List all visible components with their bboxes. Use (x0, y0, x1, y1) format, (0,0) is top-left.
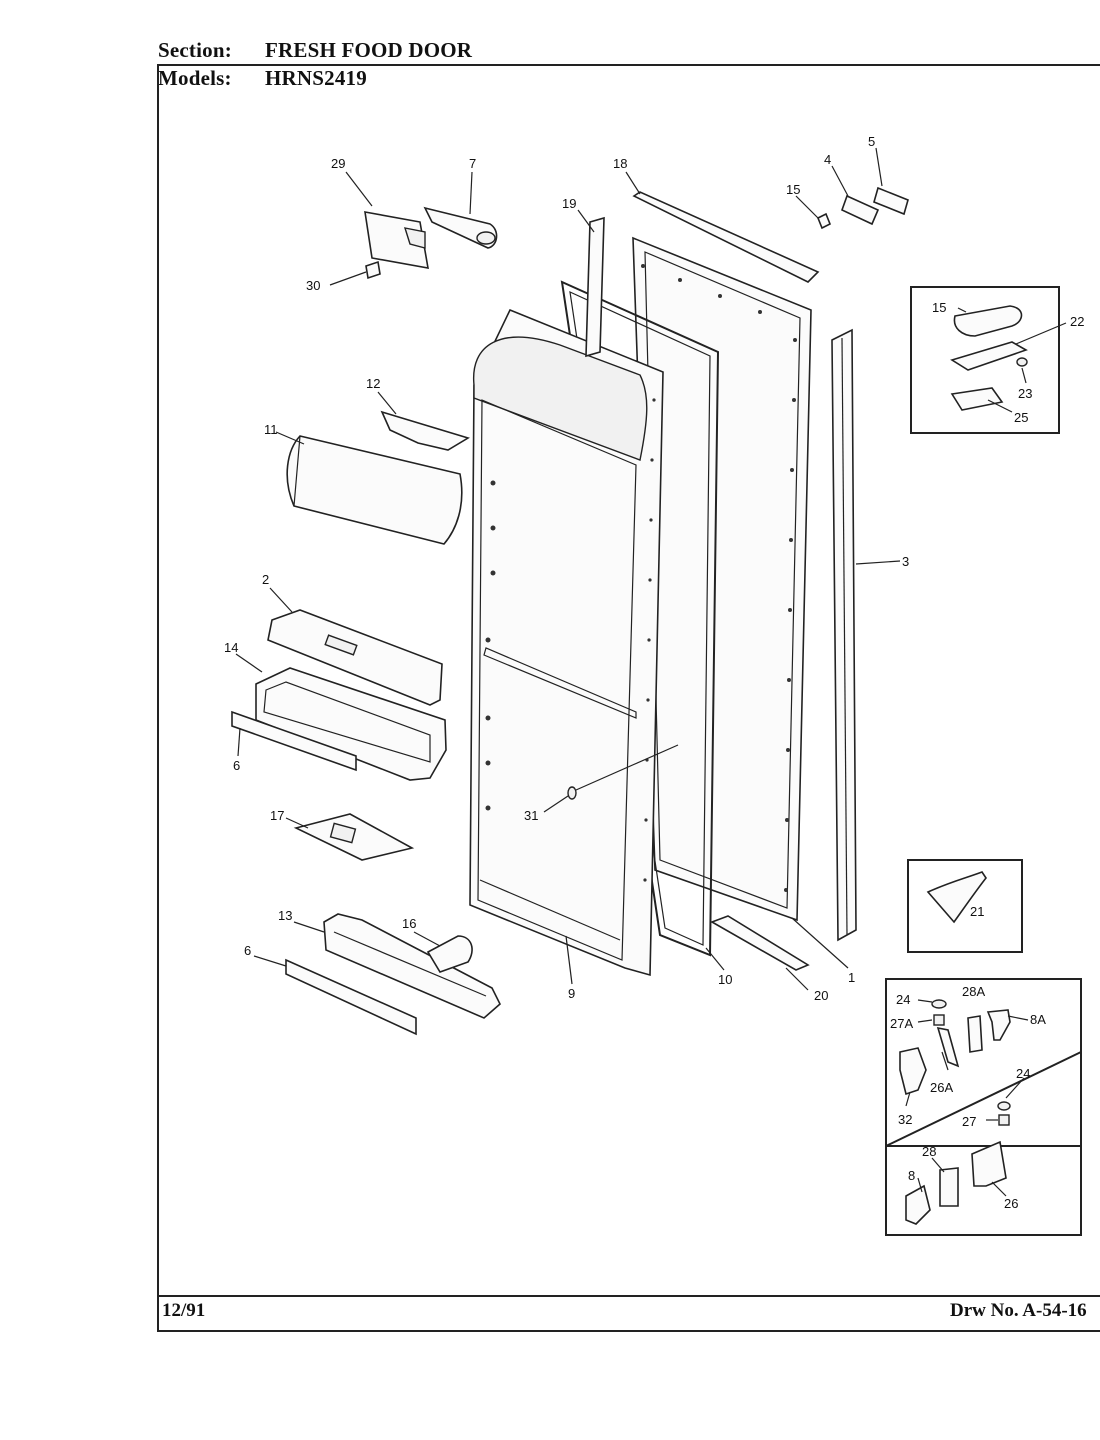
callout-24-lower: 24 (1016, 1066, 1030, 1081)
shelf-bar-13 (323, 913, 501, 1019)
callout-16: 16 (402, 916, 416, 931)
clip-30 (365, 260, 381, 280)
callout-7: 7 (469, 156, 476, 171)
top-trim (632, 191, 820, 283)
callout-18: 18 (613, 156, 627, 171)
callout-8: 8 (908, 1168, 915, 1183)
shelf-end-16 (426, 935, 473, 973)
screw-15 (816, 212, 832, 230)
callout-22: 22 (1070, 314, 1084, 329)
callout-13: 13 (278, 908, 292, 923)
drawing-frame (157, 64, 1100, 1332)
hinge-inset-21 (907, 859, 1023, 953)
callout-19: 19 (562, 196, 576, 211)
callout-2: 2 (262, 572, 269, 587)
footer-drawing-number: Drw No. A-54-16 (950, 1300, 1087, 1321)
callout-27A: 27A (890, 1016, 913, 1031)
callout-numbers: 29 7 30 18 19 15 4 5 15 22 23 25 12 11 2… (224, 134, 1084, 1211)
door-outer-panel (632, 236, 812, 922)
callout-20: 20 (814, 988, 828, 1003)
section-title: FRESH FOOD DOOR (265, 38, 473, 62)
callout-12: 12 (366, 376, 380, 391)
callout-11: 11 (264, 422, 278, 437)
callout-26: 26 (1004, 1196, 1018, 1211)
callout-8A: 8A (1030, 1012, 1046, 1027)
callout-25: 25 (1014, 410, 1028, 425)
bottom-trim (710, 915, 810, 971)
callout-28: 28 (922, 1144, 936, 1159)
hinge-part-7 (423, 206, 498, 249)
screw-31 (567, 744, 679, 800)
callout-23: 23 (1018, 386, 1032, 401)
plate-4 (841, 194, 880, 226)
callout-6-lower: 6 (244, 943, 251, 958)
shelf-cover-12 (380, 410, 470, 451)
side-trim (831, 328, 857, 942)
section-label: Section: (158, 38, 232, 62)
hinge-inset-box (910, 286, 1060, 434)
door-liner (469, 308, 664, 977)
dairy-compartment-2 (267, 609, 443, 706)
hinge-cover-29 (364, 211, 429, 269)
dairy-door-11 (286, 435, 463, 545)
hinge-kit-box (885, 978, 1082, 1236)
trim-6-lower (285, 958, 417, 1036)
leader-lines (235, 147, 1067, 1197)
callout-4: 4 (824, 152, 831, 167)
footer-rule (157, 1295, 1100, 1297)
callout-31: 31 (524, 808, 538, 823)
callout-6-upper: 6 (233, 758, 240, 773)
callout-17: 17 (270, 808, 284, 823)
callout-15-inset: 15 (932, 300, 946, 315)
callout-15: 15 (786, 182, 800, 197)
callout-10: 10 (718, 972, 732, 987)
callout-14: 14 (224, 640, 238, 655)
tray-17 (293, 813, 415, 861)
callout-26A: 26A (930, 1080, 953, 1095)
callout-32: 32 (898, 1112, 912, 1127)
callout-5: 5 (868, 134, 875, 149)
plate-5 (873, 186, 909, 216)
callout-3: 3 (902, 554, 909, 569)
callout-9: 9 (568, 986, 575, 1001)
callout-21: 21 (970, 904, 984, 919)
callout-28A: 28A (962, 984, 985, 999)
models-value: HRNS2419 (265, 66, 367, 90)
callout-24: 24 (896, 992, 910, 1007)
callout-1: 1 (848, 970, 855, 985)
models-label: Models: (158, 66, 232, 90)
footer-date: 12/91 (162, 1300, 206, 1321)
callout-27: 27 (962, 1114, 976, 1129)
callout-30: 30 (306, 278, 320, 293)
trim-strip-19 (585, 216, 605, 358)
callout-29: 29 (331, 156, 345, 171)
trim-6-upper (231, 710, 357, 772)
